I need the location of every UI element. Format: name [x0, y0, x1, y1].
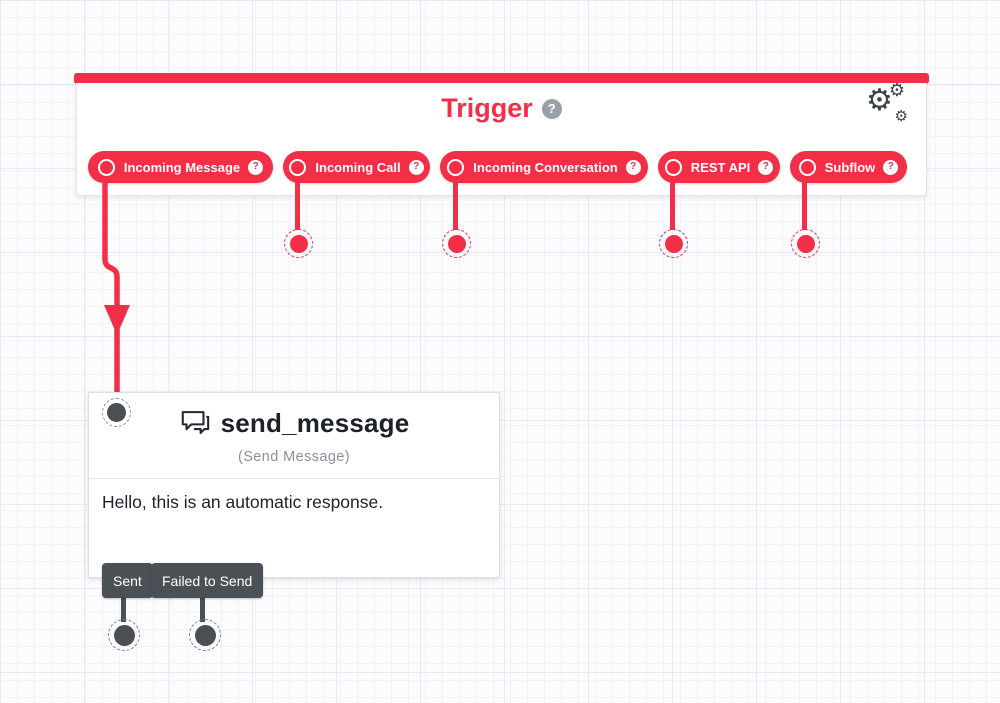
connector-line [670, 181, 675, 230]
radio-circle-icon [798, 158, 816, 176]
pill-label: REST API [690, 159, 751, 175]
incoming-message-connector[interactable] [95, 183, 140, 413]
radio-circle-icon [97, 158, 115, 176]
sent-output-port[interactable] [108, 619, 140, 651]
pill-label: Incoming Message [123, 159, 241, 175]
subflow-port[interactable] [791, 229, 820, 258]
failed-to-send-output-port[interactable] [189, 619, 221, 651]
trigger-accent-bar [74, 73, 929, 84]
widget-message-text: Hello, this is an automatic response. [102, 492, 384, 512]
incoming-call-port[interactable] [284, 229, 313, 258]
widget-name: send_message [220, 407, 410, 438]
connector-line [121, 598, 126, 622]
trigger-pill-incoming-call[interactable]: Incoming Call ? [283, 151, 430, 183]
connector-line [802, 181, 807, 230]
connector-line [295, 181, 300, 230]
trigger-pill-incoming-conversation[interactable]: Incoming Conversation ? [440, 151, 648, 183]
trigger-pill-subflow[interactable]: Subflow ? [790, 151, 907, 183]
trigger-pill-incoming-message[interactable]: Incoming Message ? [88, 151, 273, 183]
radio-circle-icon [447, 158, 465, 176]
transition-failed-to-send[interactable]: Failed to Send [151, 563, 264, 598]
send-message-widget[interactable]: send_message (Send Message) Hello, this … [88, 392, 500, 578]
trigger-widget[interactable]: Trigger ? ⚙ ⚙ ⚙ Incoming Message ? Incom… [74, 73, 929, 196]
widget-type-label: (Send Message) [238, 449, 350, 465]
trigger-title: Trigger [441, 93, 533, 123]
pill-label: Incoming Call [315, 159, 401, 175]
help-icon[interactable]: ? [883, 159, 899, 175]
trigger-title-row: Trigger ? [75, 95, 928, 122]
gear-icon: ⚙ [866, 84, 893, 117]
trigger-settings-button[interactable]: ⚙ ⚙ ⚙ [866, 81, 908, 125]
radio-circle-icon [289, 158, 307, 176]
gear-icon: ⚙ [894, 108, 908, 125]
help-icon[interactable]: ? [758, 159, 774, 175]
help-icon[interactable]: ? [408, 159, 424, 175]
rest-api-port[interactable] [659, 229, 688, 258]
help-icon[interactable]: ? [625, 159, 641, 175]
connector-line [453, 181, 458, 230]
trigger-pill-rest-api[interactable]: REST API ? [658, 151, 780, 183]
pill-label: Incoming Conversation [473, 159, 618, 175]
radio-circle-icon [664, 158, 682, 176]
widget-title-row: send_message [89, 409, 499, 436]
help-icon[interactable]: ? [248, 159, 264, 175]
gear-icon: ⚙ [888, 80, 905, 100]
connector-line [200, 598, 205, 622]
trigger-help-icon[interactable]: ? [541, 98, 562, 119]
transition-sent[interactable]: Sent [102, 563, 153, 598]
divider [89, 478, 499, 479]
pill-label: Subflow [824, 159, 876, 175]
incoming-conversation-port[interactable] [442, 229, 471, 258]
widget-input-port[interactable] [102, 398, 131, 427]
chat-bubbles-icon [181, 411, 209, 434]
